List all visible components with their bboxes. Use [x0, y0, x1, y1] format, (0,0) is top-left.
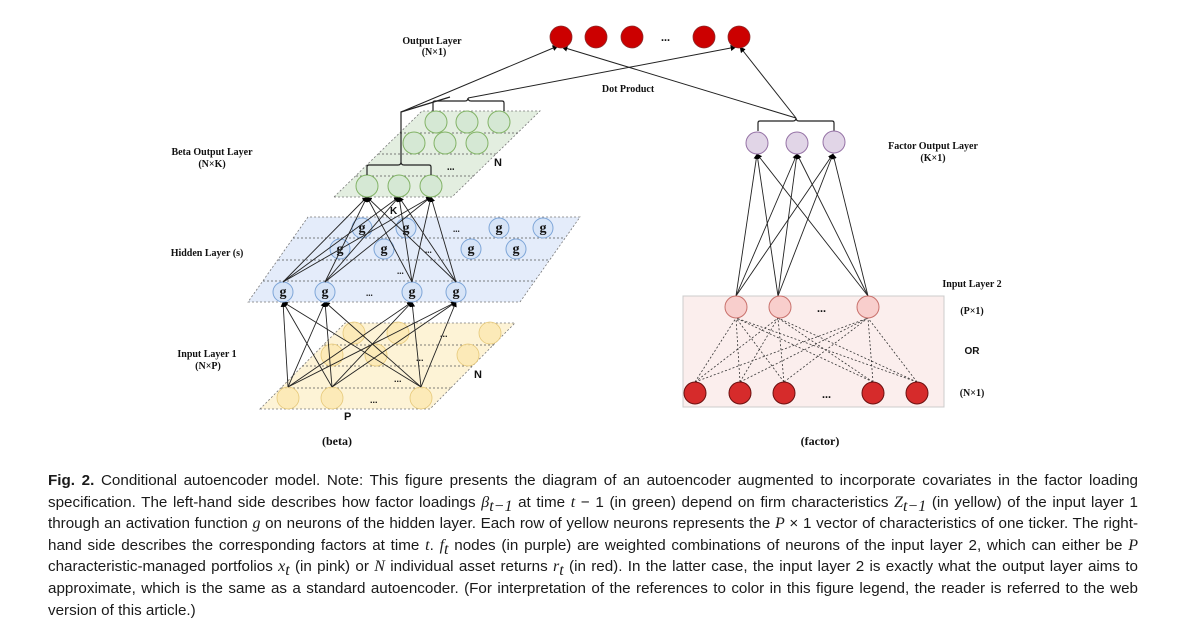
dot-product-label: Dot Product	[602, 84, 655, 95]
axis-p-label: P	[344, 411, 351, 423]
figure-label: Fig. 2.	[48, 472, 95, 489]
input-layer-2-dims-p: (P×1)	[960, 306, 983, 317]
beta-output-nodes	[355, 110, 511, 198]
axis-n-label: N	[494, 157, 502, 169]
asset-return-nodes	[683, 381, 929, 405]
svg-text:...: ...	[425, 245, 432, 255]
g-label: g	[381, 242, 388, 257]
dot-product-arrows	[400, 45, 797, 119]
g-label: g	[468, 242, 475, 257]
beta-output-plane	[333, 110, 541, 198]
axis-k-label: K	[390, 206, 398, 217]
factor-output-layer-dims: (K×1)	[920, 153, 945, 164]
g-label: g	[359, 221, 366, 236]
beta-output-layer-label: Beta Output Layer	[171, 147, 253, 158]
g-label: g	[322, 285, 329, 300]
input-layer-2-label: Input Layer 2	[942, 279, 1001, 290]
input-layer-1-label: Input Layer 1	[177, 349, 236, 360]
svg-text:...: ...	[397, 266, 404, 276]
factor-brace	[757, 117, 835, 131]
ellipsis: ...	[447, 162, 455, 173]
output-layer-nodes	[549, 25, 751, 49]
input-to-hidden-connections	[280, 301, 457, 388]
g-label: g	[403, 221, 410, 236]
g-label: g	[409, 285, 416, 300]
or-label: OR	[965, 346, 981, 357]
autoencoder-diagram: ... ... ... ... N P g g g g g g g g g	[171, 25, 1002, 448]
svg-text:...: ...	[453, 224, 460, 234]
returns-to-portfolios-connections	[694, 317, 918, 383]
g-label: g	[496, 221, 503, 236]
hidden-to-beta-connections	[282, 196, 457, 283]
axis-n-label: N	[474, 369, 482, 381]
beta-output-layer-dims: (N×K)	[198, 159, 225, 170]
figure-caption: Fig. 2. Conditional autoencoder model. N…	[48, 472, 1139, 619]
svg-text:...: ...	[366, 288, 373, 298]
portfolio-nodes	[724, 295, 880, 319]
ellipsis: ...	[416, 353, 424, 363]
g-label: g	[280, 285, 287, 300]
input-layer-2-dims-n: (N×1)	[960, 388, 985, 399]
portfolios-to-factors-connections	[735, 153, 869, 297]
factor-caption: (factor)	[801, 434, 840, 448]
factor-output-layer-label: Factor Output Layer	[888, 141, 978, 152]
ellipsis: ...	[661, 30, 670, 44]
ellipsis: ...	[440, 329, 448, 339]
beta-caption: (beta)	[322, 434, 352, 448]
output-layer-label: Output Layer	[402, 36, 462, 47]
ellipsis: ...	[822, 387, 831, 401]
g-label: g	[453, 285, 460, 300]
ellipsis: ...	[394, 374, 402, 384]
input-layer-2-box	[682, 295, 945, 408]
g-label: g	[513, 242, 520, 257]
ellipsis: ...	[370, 395, 378, 405]
hidden-layer-label: Hidden Layer (s)	[171, 248, 244, 259]
input-layer-1-dims: (N×P)	[195, 361, 221, 372]
factor-output-nodes	[745, 130, 846, 155]
g-label: g	[540, 221, 547, 236]
ellipsis: ...	[817, 301, 826, 315]
output-layer-dims: (N×1)	[422, 47, 447, 58]
